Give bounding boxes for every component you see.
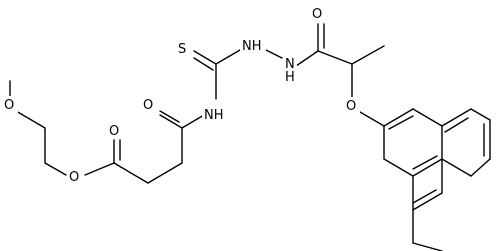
atom-label-o: O <box>312 7 322 22</box>
atom-label-nh: NH <box>242 39 262 54</box>
bond <box>193 57 214 71</box>
bond <box>159 114 183 129</box>
atom-label-n: N <box>285 57 295 72</box>
bond <box>181 114 205 129</box>
atom-o-ester: O <box>67 168 83 185</box>
bond <box>383 108 414 127</box>
bond <box>359 111 385 127</box>
atom-label-o: O <box>143 98 153 113</box>
bond <box>113 162 149 184</box>
bond <box>412 158 443 177</box>
bond <box>412 192 443 211</box>
bond <box>147 162 183 184</box>
atom-o-methoxy: O <box>2 96 18 113</box>
atom-o-hydrazide-carbonyl: O <box>310 5 326 22</box>
bond <box>412 155 438 170</box>
atom-label-o: O <box>69 170 79 185</box>
bond <box>441 158 472 177</box>
bond <box>44 162 67 176</box>
atom-label-h: H <box>285 70 295 85</box>
atom-label-s: S <box>178 42 186 57</box>
bond <box>412 242 443 251</box>
bond <box>15 110 46 129</box>
atom-label-o: O <box>346 99 356 114</box>
bond <box>412 108 443 127</box>
atom-o-naphthyl-ether: O <box>344 97 360 114</box>
bond <box>470 158 491 177</box>
atom-o-ester-carbonyl: O <box>107 122 123 139</box>
atom-label-o: O <box>4 98 14 113</box>
atom-label-o: O <box>109 124 119 139</box>
bond <box>444 117 469 133</box>
bond <box>295 50 319 67</box>
atom-o-amide-carbonyl: O <box>141 96 157 113</box>
bond <box>412 189 437 204</box>
bond <box>84 162 115 176</box>
atom-nh-amide: NH <box>202 106 228 123</box>
bond <box>317 50 353 65</box>
bond <box>159 110 180 123</box>
atom-layer: O O O O NH S NH N H <box>2 5 360 185</box>
bond <box>441 108 472 127</box>
bond <box>351 45 385 65</box>
atom-s-thio: S <box>176 40 190 57</box>
bond <box>215 49 241 65</box>
bond <box>193 50 217 65</box>
atom-n-hydrazide-2: N H <box>283 56 297 85</box>
bond-layer <box>9 23 491 251</box>
atom-label-nh: NH <box>204 108 224 123</box>
bond <box>470 108 491 121</box>
bond <box>265 49 283 59</box>
bond <box>383 158 414 177</box>
atom-nh-hydrazide-1: NH <box>240 37 266 54</box>
bond <box>388 115 414 130</box>
